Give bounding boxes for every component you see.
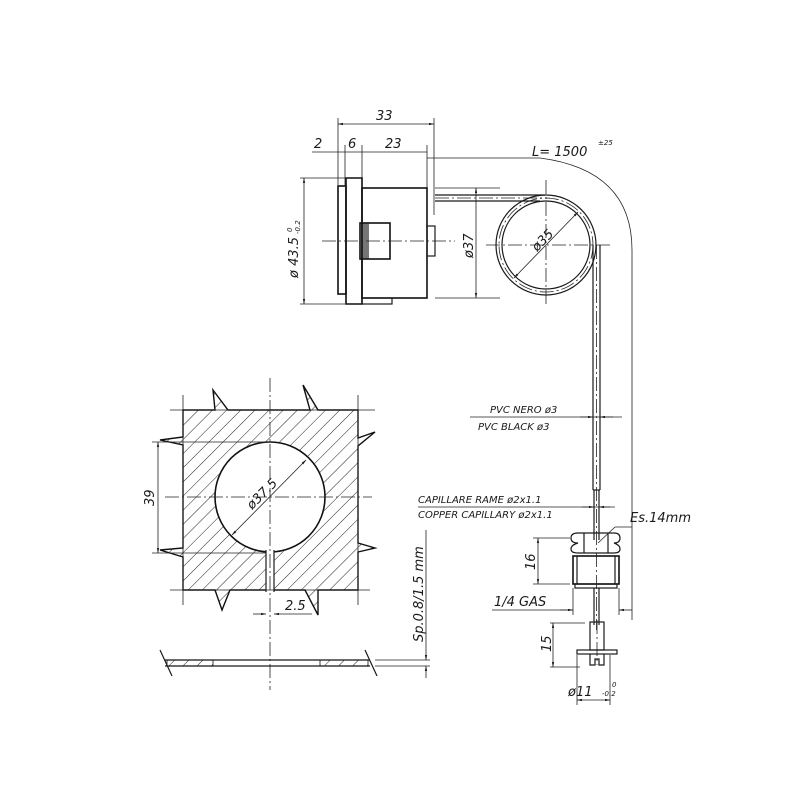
svg-text:0: 0 [286,227,294,232]
svg-text:-0.2: -0.2 [602,690,616,698]
threaded-fitting: Es.14mm 16 1/4 GAS 15 ø11 0 -0.2 [492,511,691,705]
dim-coil-diameter: ø35 [529,227,558,256]
sheath-labels: PVC NERO ø3 PVC BLACK ø3 CAPILLARE RAME … [418,405,622,521]
dim-cutout-height: 39 [143,489,158,506]
dim-fitting-height: 16 [524,553,539,570]
dim-body-diameter: ø37 [462,233,477,259]
thread-size: 1/4 GAS [494,595,546,610]
panel-thickness: Sp.0.8/1.5 mm [412,546,427,642]
dim-outer-diameter: ø 43.5 [287,237,302,279]
dim-bezel: 6 [348,137,356,152]
dim-bulb-diameter: ø11 [567,685,593,700]
pvc-label-it: PVC NERO ø3 [490,405,557,416]
dim-slot-width: 2.5 [285,599,306,614]
pvc-label-en: PVC BLACK ø3 [478,422,550,433]
capillary-length-dim: L= 1500 ±25 [427,139,633,620]
gauge-side-view: 33 2 6 23 ø 43.5 0 -0.2 ø [286,109,545,305]
dim-flange: 2 [314,137,322,152]
capillary-label-en: COPPER CAPILLARY ø2x1.1 [418,510,553,521]
panel-cutout-view: 39 ø37.5 2.5 Sp.0.8/1.5 mm [143,378,430,690]
capillary-label-it: CAPILLARE RAME ø2x1.1 [418,495,541,506]
dim-total-length: 33 [376,109,393,124]
capillary-coil: ø35 [486,180,612,630]
svg-text:0: 0 [612,681,617,689]
dim-body: 23 [385,137,402,152]
capillary-length-tol: ±25 [598,139,613,147]
dim-bulb-length: 15 [540,635,555,652]
svg-text:-0.2: -0.2 [294,220,302,234]
capillary-length: L= 1500 [532,145,587,160]
hex-size: Es.14mm [630,511,691,526]
